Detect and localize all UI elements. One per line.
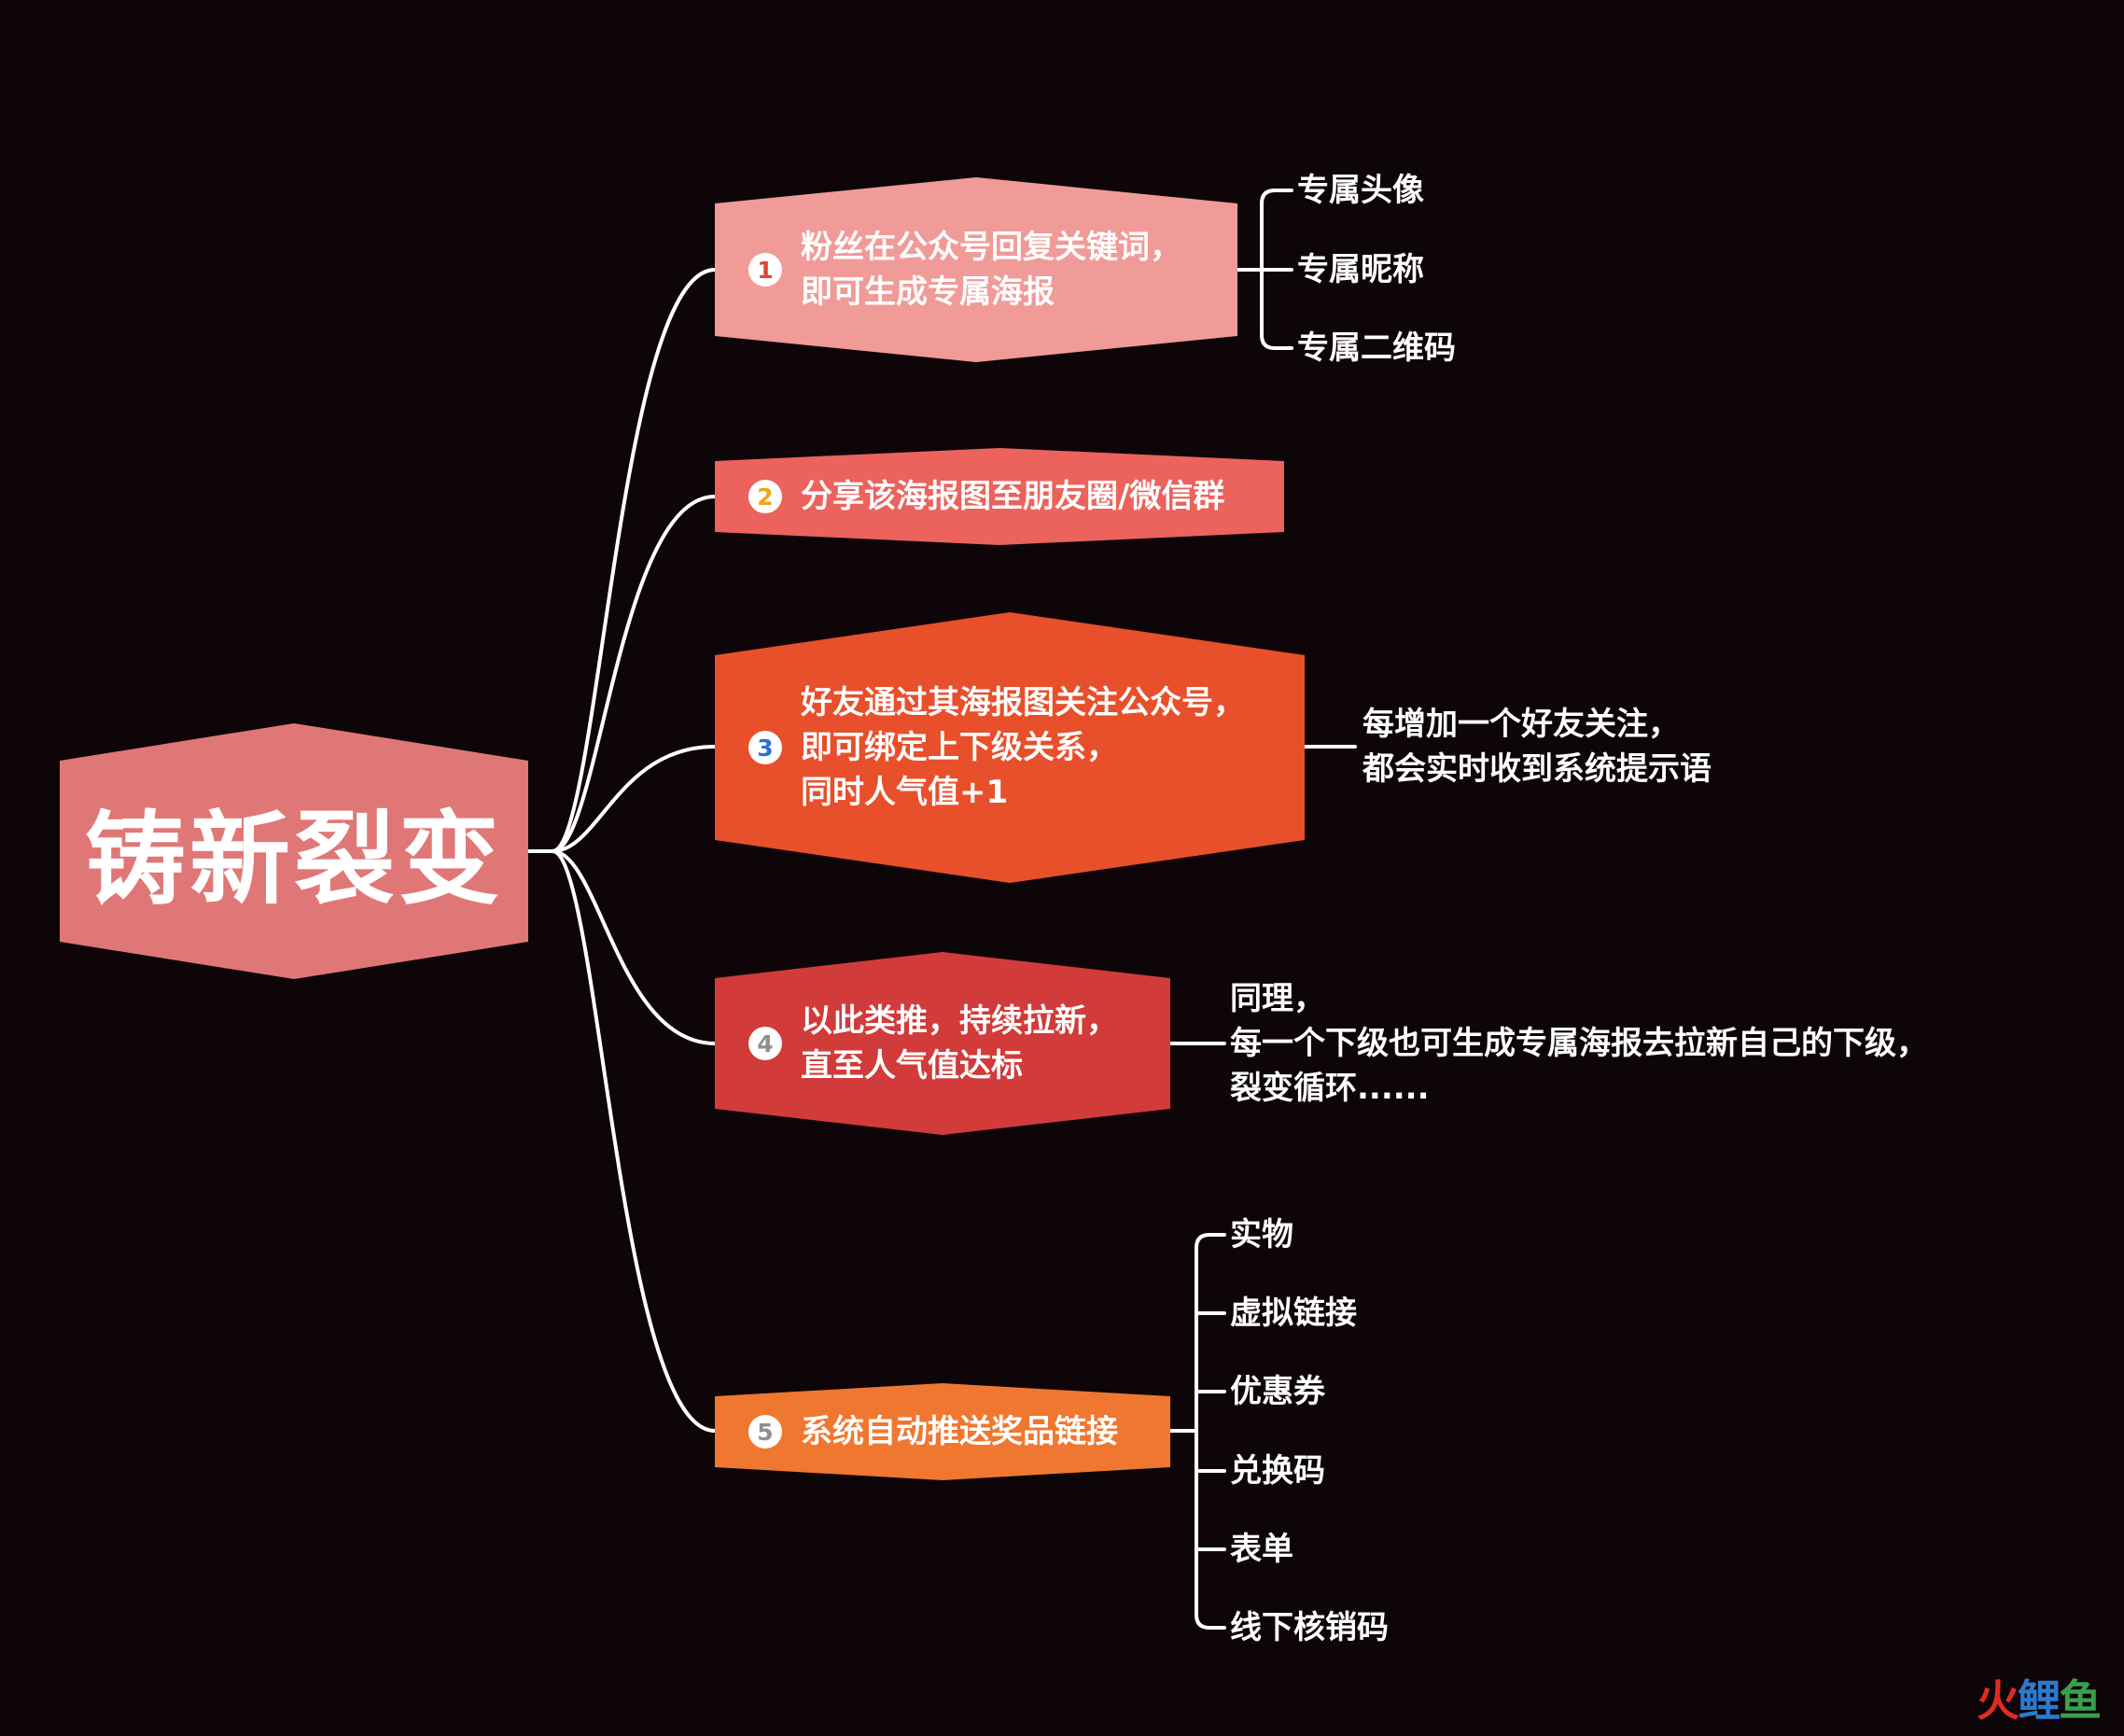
leaf-qrcode[interactable]: 专属二维码: [1297, 329, 1456, 367]
connector-step-2: [551, 495, 717, 853]
leaf-redeem-code[interactable]: 兑换码: [1230, 1452, 1325, 1490]
watermark-part: 鲤: [2018, 1675, 2061, 1726]
step-shape-2: [715, 448, 1284, 545]
step-badge-1: 1: [748, 253, 782, 287]
note-line: 都会实时收到系统提示语: [1362, 750, 1712, 788]
leaf-avatar[interactable]: 专属头像: [1297, 172, 1424, 209]
step-node-1[interactable]: 1 粉丝在公众号回复关键词， 即可生成专属海报: [715, 177, 1237, 362]
step-text-line: 系统自动推送奖品链接: [801, 1413, 1118, 1450]
step-text-2: 分享该海报图至朋友圈/微信群: [801, 474, 1224, 519]
step-text-line: 以此类推，持续拉新，: [801, 1002, 1118, 1040]
step-shape-1: [715, 177, 1237, 362]
watermark-logo: 火鲤鱼: [1977, 1667, 2102, 1729]
root-node[interactable]: 铸新裂变: [60, 723, 528, 979]
leaf-form[interactable]: 表单: [1230, 1531, 1293, 1568]
connector-step-1: [551, 268, 717, 853]
note-line: 每一个下级也可生成专属海报去拉新自己的下级，: [1230, 1025, 1928, 1062]
step-shape-5: [715, 1383, 1170, 1480]
step-node-4[interactable]: 4 以此类推，持续拉新， 直至人气值达标: [715, 952, 1170, 1135]
leaf-virtual-link[interactable]: 虚拟链接: [1230, 1295, 1357, 1332]
step-text-line: 好友通过其海报图关注公众号，: [801, 684, 1245, 721]
step-text-5: 系统自动推送奖品链接: [801, 1409, 1118, 1454]
step-node-3[interactable]: 3 好友通过其海报图关注公众号， 即可绑定上下级关系， 同时人气值+1: [715, 612, 1305, 883]
step-text-4: 以此类推，持续拉新， 直至人气值达标: [801, 999, 1118, 1088]
note-line: 裂变循环......: [1230, 1070, 1430, 1107]
watermark-part: 火: [1977, 1675, 2019, 1726]
step-badge-3: 3: [748, 731, 782, 764]
step-text-line: 分享该海报图至朋友圈/微信群: [801, 478, 1225, 515]
root-shape: [60, 723, 528, 979]
root-title: 铸新裂变: [84, 802, 503, 918]
leaf-physical[interactable]: 实物: [1230, 1216, 1293, 1253]
leaf-coupon[interactable]: 优惠券: [1230, 1373, 1325, 1410]
step-shape-4: [715, 952, 1170, 1135]
step-node-5[interactable]: 5 系统自动推送奖品链接: [715, 1383, 1170, 1480]
step-text-line: 直至人气值达标: [801, 1047, 1023, 1085]
note-line: 每增加一个好友关注，: [1362, 706, 1680, 743]
step-text-line: 即可生成专属海报: [801, 273, 1055, 311]
step-text-line: 即可绑定上下级关系，: [801, 729, 1118, 766]
step-badge-4: 4: [748, 1027, 782, 1060]
step-badge-5: 5: [748, 1415, 782, 1449]
connector-step-3: [551, 745, 717, 853]
leaf-offline-code[interactable]: 线下核销码: [1230, 1609, 1389, 1646]
note-step-3[interactable]: 每增加一个好友关注， 都会实时收到系统提示语: [1362, 702, 1712, 791]
step-badge-2: 2: [748, 480, 782, 513]
watermark-part: 鱼: [2059, 1675, 2102, 1726]
step-text-1: 粉丝在公众号回复关键词， 即可生成专属海报: [801, 225, 1181, 315]
step-text-3: 好友通过其海报图关注公众号， 即可绑定上下级关系， 同时人气值+1: [801, 680, 1245, 815]
step-text-line: 粉丝在公众号回复关键词，: [801, 229, 1181, 266]
step-node-2[interactable]: 2 分享该海报图至朋友圈/微信群: [715, 448, 1284, 545]
step-text-line: 同时人气值+1: [801, 774, 1009, 811]
note-line: 同理，: [1230, 980, 1325, 1017]
step-shape-3: [715, 612, 1305, 883]
connector-step-4: [551, 849, 717, 1045]
bracket-step-5-spine: [1195, 1233, 1211, 1630]
connector-step-5: [551, 849, 717, 1433]
note-step-4[interactable]: 同理， 每一个下级也可生成专属海报去拉新自己的下级， 裂变循环......: [1230, 976, 1928, 1111]
leaf-nickname[interactable]: 专属昵称: [1297, 251, 1424, 288]
